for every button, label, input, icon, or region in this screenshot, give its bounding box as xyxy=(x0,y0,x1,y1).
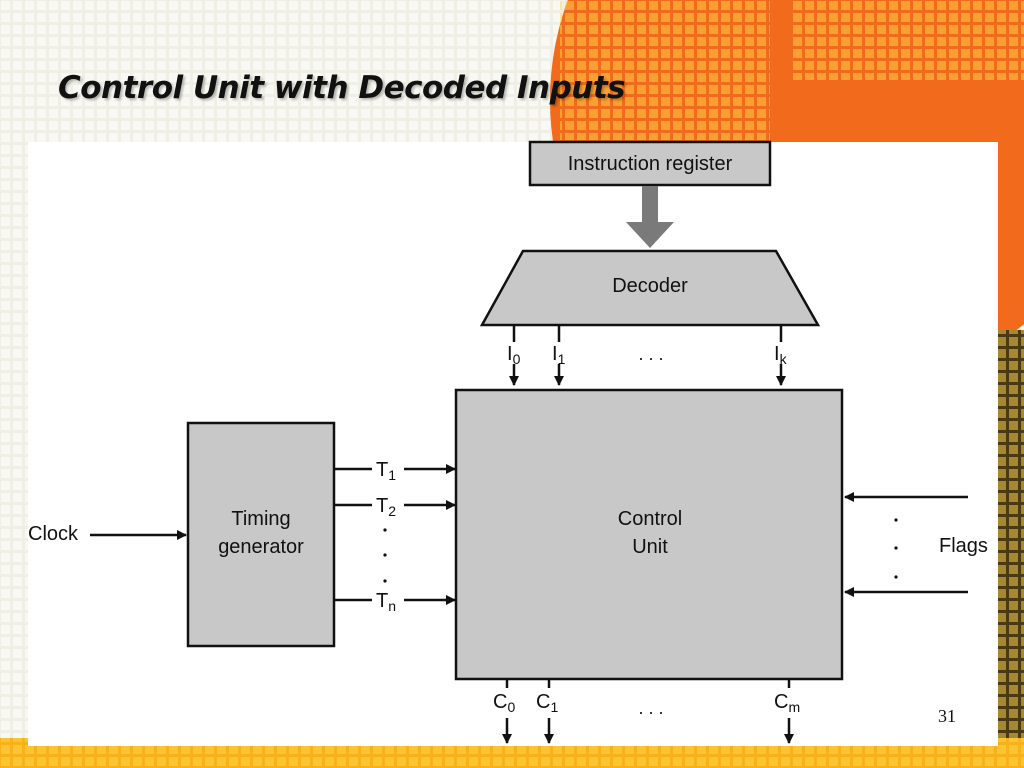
decoder-output-lines xyxy=(509,325,786,386)
register-to-decoder-arrow xyxy=(626,186,674,248)
timing-generator-label: generator xyxy=(218,536,304,558)
decoder-output-label: I1 xyxy=(552,343,566,367)
control-unit-label: Control xyxy=(618,508,682,530)
flags-input-arrows xyxy=(844,492,968,597)
flags-label: Flags xyxy=(939,535,988,557)
timing-generator-label: Timing xyxy=(231,508,290,530)
decoder-box xyxy=(479,249,821,327)
control-output-label: Cm xyxy=(774,691,800,715)
slide-number: 31 xyxy=(938,706,956,726)
timing-output-label: T1 xyxy=(376,459,396,483)
timing-vertical-ellipsis xyxy=(383,528,387,583)
timing-output-label: T2 xyxy=(376,495,396,519)
timing-output-lines xyxy=(334,464,456,605)
control-output-label: C1 xyxy=(536,691,558,715)
control-output-ellipsis: . . . xyxy=(638,698,663,718)
decoder-output-label: Ik xyxy=(774,343,788,367)
control-output-label: C0 xyxy=(493,691,515,715)
clock-label: Clock xyxy=(28,523,79,545)
timing-output-label: Tn xyxy=(376,590,396,614)
control-output-lines xyxy=(502,679,794,744)
control-unit-box xyxy=(454,388,844,681)
instruction-register-label: Instruction register xyxy=(568,153,733,175)
control-unit-label: Unit xyxy=(632,536,668,558)
decoder-label: Decoder xyxy=(612,275,688,297)
decoder-output-label: I0 xyxy=(507,343,521,367)
instruction-register-box xyxy=(528,140,772,187)
decoder-ellipsis: . . . xyxy=(638,344,663,364)
slide-title: Control Unit with Decoded Inputs xyxy=(58,70,626,106)
flags-vertical-ellipsis xyxy=(894,518,898,579)
timing-generator-box xyxy=(186,421,336,648)
